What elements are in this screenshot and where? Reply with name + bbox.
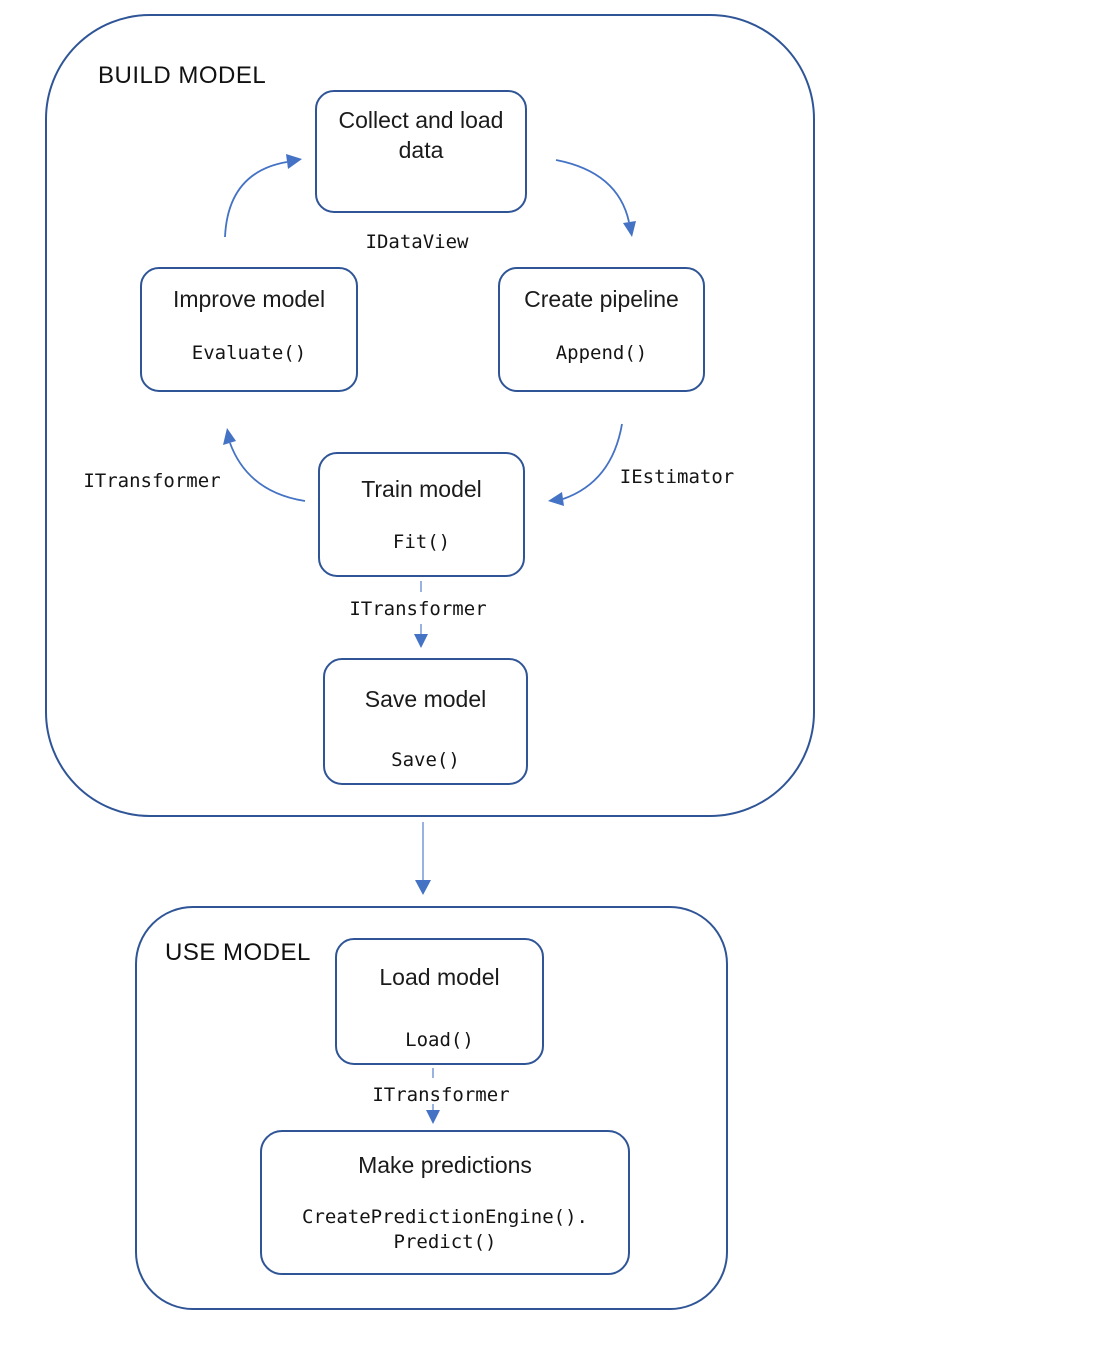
node-code: Evaluate() [191,342,307,364]
node-make-predictions: Make predictions CreatePredictionEngine(… [260,1130,630,1275]
edge-label-itransformer-use: ITransformer [372,1084,510,1106]
edge-label-iestimator: IEstimator [619,466,735,488]
node-code: Append() [555,342,648,364]
node-title: Train model [361,476,482,502]
edge-label-idataview: IDataView [365,231,469,253]
use-model-container [135,906,728,1310]
node-title: Collect and load data [338,107,504,163]
node-title: Create pipeline [524,286,679,312]
arrowhead-build-to-use [415,880,431,895]
node-save-model: Save model Save() [323,658,528,785]
use-model-label: USE MODEL [165,939,311,966]
edge-label-itransformer-left: ITransformer [83,470,221,492]
node-title: Load model [379,964,500,990]
node-train-model: Train model Fit() [318,452,525,577]
node-title: Save model [364,686,487,712]
node-code: Save() [391,749,460,771]
build-model-container [45,14,815,817]
node-improve-model: Improve model Evaluate() [140,267,358,392]
node-collect-and-load-data: Collect and load data [315,90,527,213]
node-code: Fit() [392,531,451,553]
node-load-model: Load model Load() [335,938,544,1065]
build-model-label: BUILD MODEL [98,62,267,89]
node-code: Load() [405,1029,474,1051]
edge-label-itransformer-down: ITransformer [349,598,487,620]
node-code-line1: CreatePredictionEngine(). [302,1206,588,1228]
node-code-line2: Predict() [393,1231,497,1253]
node-title: Improve model [172,286,326,312]
node-title: Make predictions [358,1152,532,1178]
node-create-pipeline: Create pipeline Append() [498,267,705,392]
